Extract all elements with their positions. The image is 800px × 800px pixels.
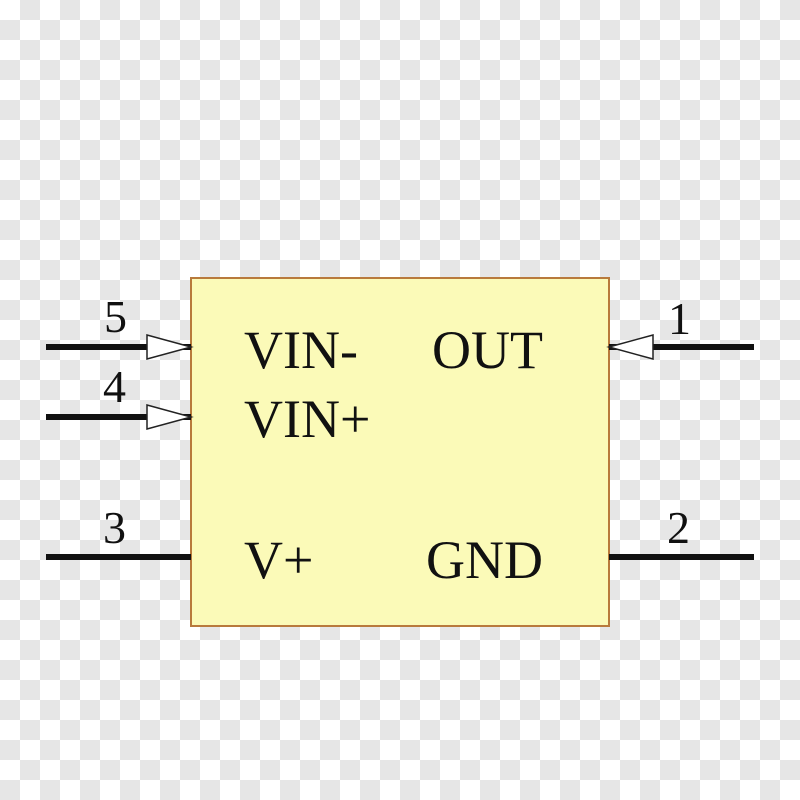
pin-2-number: 2: [667, 502, 690, 553]
pin-5-input-arrow: [146, 334, 194, 360]
pin-label-out: OUT: [432, 320, 543, 380]
pin-label-vin-plus: VIN+: [244, 389, 370, 449]
pin-4-input-arrow: [146, 404, 194, 430]
pin-label-gnd: GND: [426, 530, 543, 590]
ic-body: [190, 277, 610, 627]
pin-label-v-plus: V+: [244, 530, 313, 590]
pin-label-vin-minus: VIN-: [244, 320, 358, 380]
pin-5-number: 5: [104, 291, 127, 342]
pin-3-number: 3: [103, 502, 126, 553]
pin-4-number: 4: [103, 361, 126, 412]
pin-1-output-arrow: [606, 334, 654, 360]
pin-1-number: 1: [668, 293, 691, 344]
